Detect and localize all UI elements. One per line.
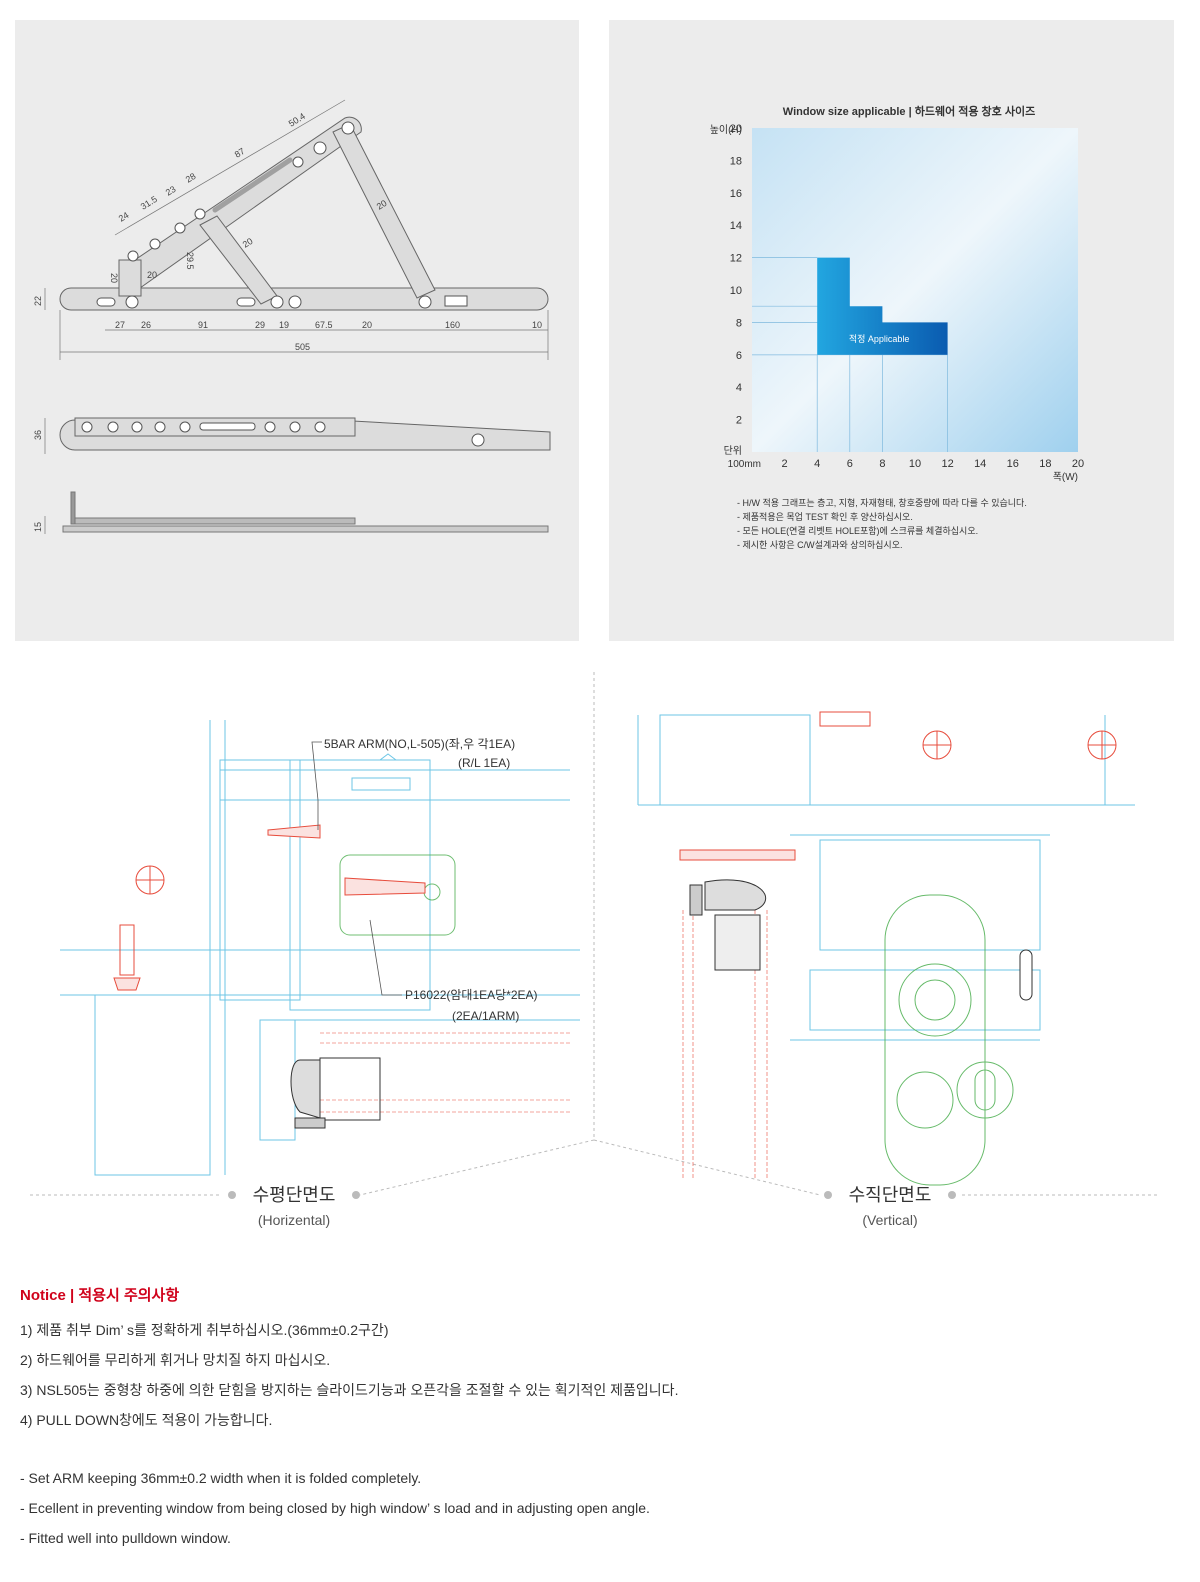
dim-bot-160: 160	[445, 320, 460, 330]
notice-item: 3) NSL505는 중형창 하중에 의한 닫힘을 방지하는 슬라이드기능과 오…	[20, 1382, 679, 1398]
y-tick-label: 14	[730, 220, 742, 232]
x-tick-label: 12	[941, 458, 953, 470]
dim-top-87: 87	[233, 146, 247, 160]
notice-english: - Fitted well into pulldown window.	[20, 1530, 231, 1546]
y-tick-label: 12	[730, 253, 742, 265]
dim-total: 505	[295, 342, 310, 352]
size-chart-panel: Window size applicable | 하드웨어 적용 창호 사이즈 …	[609, 20, 1174, 641]
dim-arm-20c: 20	[147, 270, 157, 280]
side-view	[62, 491, 549, 533]
x-tick-label: 16	[1007, 458, 1019, 470]
screw-label: P16022(암대1EA당*2EA)	[405, 988, 538, 1002]
dim-side-15: 15	[33, 522, 43, 532]
section-drawings: 5BAR ARM(NO,L-505)(좌,우 각1EA) (R/L 1EA) P…	[30, 672, 1160, 1228]
y-tick-label: 18	[730, 155, 742, 167]
chart-note: - 모든 HOLE(연결 리벳트 HOLE포함)에 스크류를 체결하십시오.	[737, 526, 978, 536]
y-tick-label: 10	[730, 285, 742, 297]
vertical-title: 수직단면도	[849, 1185, 932, 1205]
unit-value: 100mm	[728, 459, 761, 470]
hinge-drawing: 24 31.5 23 28 87 50.4 20 20 20 20 29.5 2…	[33, 99, 551, 534]
dim-top-31: 31.5	[139, 194, 159, 212]
y-tick-label: 20	[730, 123, 742, 135]
dim-bot-20: 20	[362, 320, 372, 330]
dim-bot-27: 27	[115, 320, 125, 330]
dim-top-28: 28	[184, 171, 198, 185]
y-tick-label: 2	[736, 415, 742, 427]
dim-top-24: 24	[117, 210, 131, 224]
vertical-section	[637, 714, 1135, 1041]
notice-item: 4) PULL DOWN창에도 적용이 가능합니다.	[20, 1412, 273, 1428]
x-tick-label: 4	[814, 458, 820, 470]
support-arm	[332, 123, 436, 299]
x-tick-label: 18	[1039, 458, 1051, 470]
y-tick-label: 6	[736, 350, 742, 362]
region-label: 적정 Applicable	[849, 333, 910, 344]
notice-english: - Ecellent in preventing window from bei…	[20, 1500, 650, 1516]
notice-item: 2) 하드웨어를 무리하게 휘거나 망치질 하지 마십시오.	[20, 1352, 331, 1368]
y-tick-label: 4	[736, 382, 742, 394]
unit-label: 단위	[724, 444, 742, 457]
y-tick-label: 8	[736, 317, 742, 329]
notice-title: Notice | 적용시 주의사항	[20, 1287, 180, 1304]
dim-bot-10: 10	[532, 320, 542, 330]
dim-side-36: 36	[33, 430, 43, 440]
dim-arm-20d: 20	[109, 273, 119, 283]
dim-bot-19: 19	[279, 320, 289, 330]
notice-section: Notice | 적용시 주의사항 1) 제품 취부 Dim’ s를 정확하게 …	[20, 1284, 1180, 1553]
horizontal-subtitle: (Horizental)	[258, 1212, 330, 1228]
chart-title: Window size applicable | 하드웨어 적용 창호 사이즈	[783, 104, 1035, 118]
horizontal-section	[60, 720, 580, 1176]
dim-top-50: 50.4	[287, 111, 307, 129]
x-tick-label: 14	[974, 458, 986, 470]
dim-arm-20b: 20	[241, 236, 255, 250]
x-axis-label: 폭(W)	[1053, 471, 1078, 483]
chart-note: - 제시한 사항은 C/W설계과와 상의하십시오.	[737, 539, 902, 550]
dim-bot-91: 91	[198, 320, 208, 330]
dim-bot-29: 29	[255, 320, 265, 330]
dim-arm-20a: 20	[375, 198, 389, 212]
x-tick-label: 8	[879, 458, 885, 470]
vertical-subtitle: (Vertical)	[862, 1212, 917, 1228]
chart-note: - H/W 적용 그래프는 층고, 지형, 자재형태, 창호중량에 따라 다를 …	[737, 497, 1027, 508]
y-tick-label: 16	[730, 188, 742, 200]
x-tick-label: 6	[847, 458, 853, 470]
size-chart: Window size applicable | 하드웨어 적용 창호 사이즈 …	[710, 104, 1084, 550]
plot-area	[752, 128, 1078, 452]
screw-label-sub: (2EA/1ARM)	[452, 1009, 519, 1023]
bracket	[118, 259, 142, 297]
x-tick-label: 20	[1072, 458, 1084, 470]
arm-label: 5BAR ARM(NO,L-505)(좌,우 각1EA)	[324, 737, 515, 751]
x-tick-label: 10	[909, 458, 921, 470]
notice-item: 1) 제품 취부 Dim’ s를 정확하게 취부하십시오.(36mm±0.2구간…	[20, 1322, 389, 1338]
y-axis-label: 높이(H)	[710, 124, 742, 136]
horizontal-title: 수평단면도	[253, 1185, 336, 1205]
dim-arm-29: 29.5	[185, 252, 195, 270]
dim-top-23: 23	[164, 184, 178, 198]
hinge-drawing-panel: 24 31.5 23 28 87 50.4 20 20 20 20 29.5 2…	[15, 20, 579, 641]
chart-note: - 제품적용은 목업 TEST 확인 후 양산하십시오.	[737, 511, 913, 522]
notice-english: - Set ARM keeping 36mm±0.2 width when it…	[20, 1470, 422, 1486]
dim-bot-67: 67.5	[315, 320, 333, 330]
dim-bot-26: 26	[141, 320, 151, 330]
dim-height-22: 22	[33, 296, 43, 306]
arm-label-sub: (R/L 1EA)	[458, 756, 510, 770]
x-tick-label: 2	[782, 458, 788, 470]
